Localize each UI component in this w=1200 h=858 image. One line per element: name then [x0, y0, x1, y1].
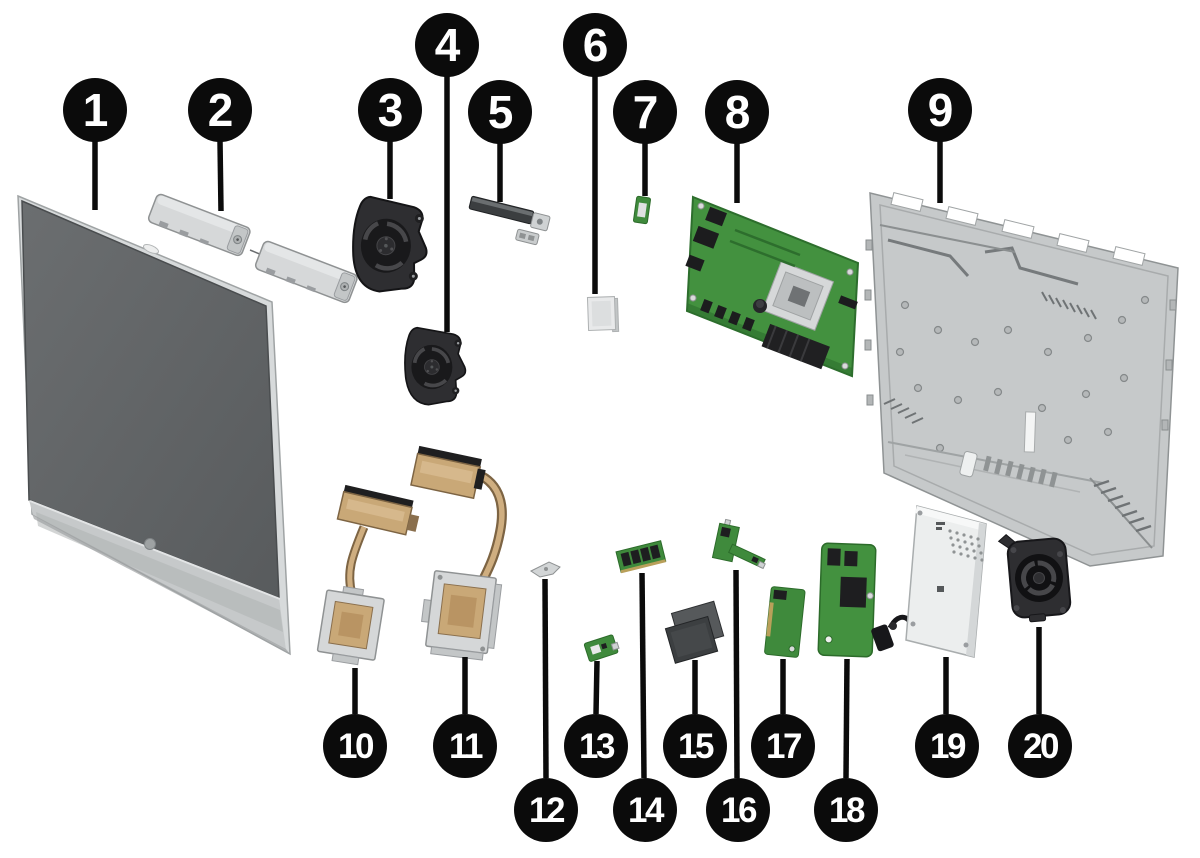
callout-1-number: 1: [82, 84, 109, 136]
callout-8-number: 8: [724, 86, 751, 138]
callout-19-number: 19: [930, 726, 966, 766]
callout-3-number: 3: [377, 84, 404, 136]
callout-5: 5: [468, 80, 532, 144]
callout-11: 11: [433, 714, 497, 778]
part-back-cover: [864, 192, 1179, 567]
callout-19: 19: [915, 714, 979, 778]
callout-20: 20: [1008, 714, 1072, 778]
callout-14-number: 14: [628, 790, 664, 830]
callout-line-18: [843, 658, 850, 779]
callout-line-14: [639, 572, 647, 779]
part-heatsink-11: [410, 445, 507, 661]
callout-lines: [92, 76, 1042, 779]
callout-10-number: 10: [338, 726, 374, 766]
callout-8: 8: [705, 80, 769, 144]
callout-7: 7: [613, 80, 677, 144]
part-memory-module: [615, 540, 667, 574]
part-power-supply: [871, 505, 987, 658]
part-webcam-module: [468, 195, 551, 246]
callout-2-number: 2: [207, 84, 234, 136]
callout-10: 10: [323, 714, 387, 778]
part-card-17: [764, 586, 806, 658]
part-fan-20: [997, 534, 1072, 623]
callout-4-number: 4: [434, 19, 461, 71]
callout-18-number: 18: [829, 790, 865, 830]
callout-15: 15: [663, 714, 727, 778]
part-heatsink-10: [316, 484, 420, 666]
callout-2: 2: [188, 78, 252, 142]
part-board-with-arm: [711, 518, 766, 570]
callout-7-number: 7: [632, 86, 659, 138]
part-display-panel: [17, 194, 291, 656]
part-bracket: [530, 561, 561, 578]
callout-line-2: [217, 140, 224, 212]
part-processor: [586, 296, 620, 333]
part-wlan-module: [633, 195, 651, 225]
part-fan-3: [351, 196, 430, 294]
hp-logo: [144, 538, 156, 550]
callout-13-number: 13: [579, 726, 615, 766]
callout-17: 17: [751, 714, 815, 778]
callout-12-number: 12: [529, 790, 565, 830]
part-small-board: [583, 634, 620, 662]
callout-4: 4: [415, 13, 479, 77]
part-drive-brackets: [664, 600, 725, 664]
callout-16: 16: [706, 778, 770, 842]
callout-13: 13: [564, 714, 628, 778]
callout-9-number: 9: [927, 84, 954, 136]
callout-6: 6: [563, 13, 627, 77]
callout-3: 3: [358, 78, 422, 142]
callout-9: 9: [908, 78, 972, 142]
callout-5-number: 5: [487, 86, 514, 138]
callout-20-number: 20: [1023, 726, 1059, 766]
callout-line-12: [542, 578, 549, 779]
callout-16-number: 16: [721, 790, 757, 830]
callout-6-number: 6: [582, 19, 609, 71]
callout-line-13: [593, 660, 600, 715]
part-board-18: [817, 542, 877, 658]
callout-17-number: 17: [766, 726, 802, 766]
callout-11-number: 11: [449, 726, 484, 766]
part-speakers: [146, 192, 360, 306]
part-fan-4: [403, 325, 468, 407]
callout-14: 14: [613, 778, 677, 842]
callout-12: 12: [514, 778, 578, 842]
callout-15-number: 15: [678, 726, 714, 766]
callout-line-16: [733, 569, 740, 779]
callout-1: 1: [63, 78, 127, 142]
part-system-board: [685, 195, 860, 378]
callout-18: 18: [814, 778, 878, 842]
